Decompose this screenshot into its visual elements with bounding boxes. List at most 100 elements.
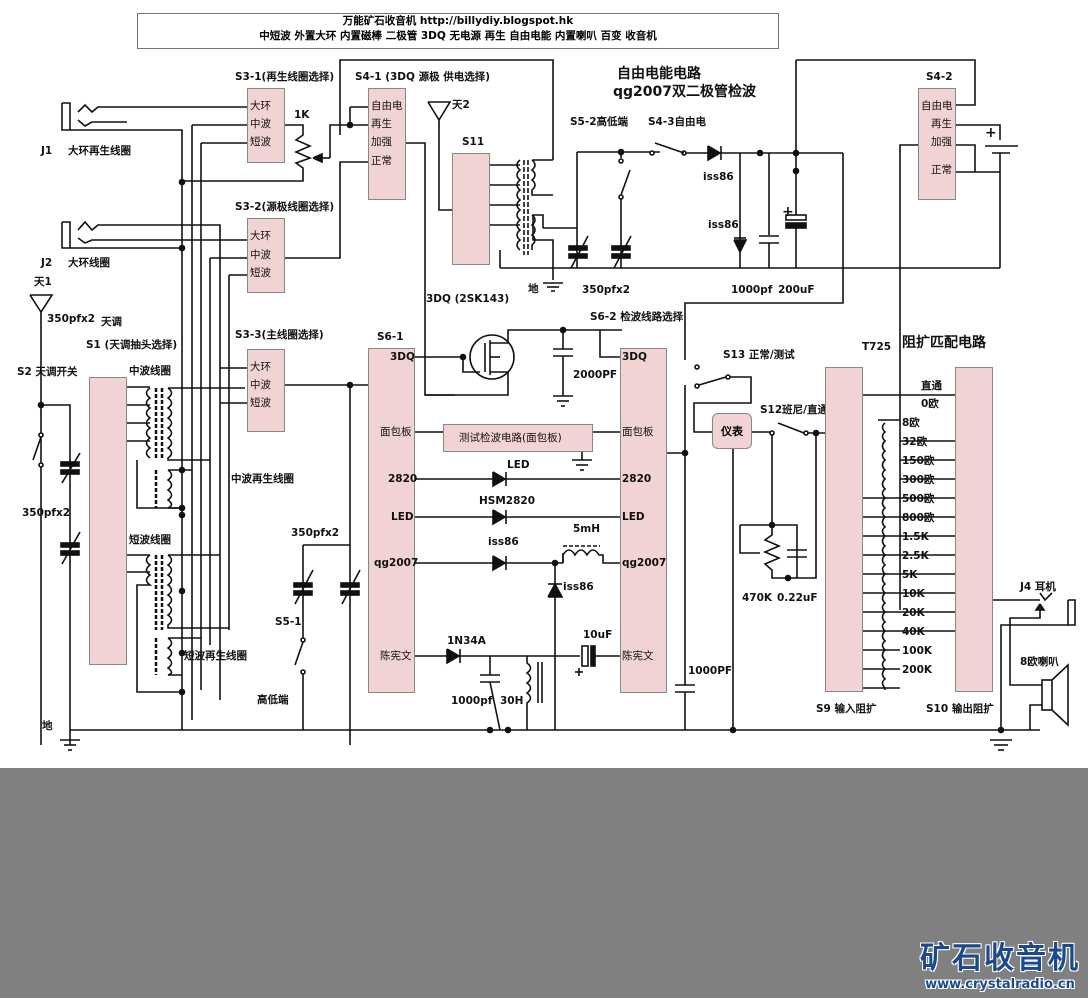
schematic-canvas: 万能矿石收音机 http://billydiy.blogspot.hk 中短波 … xyxy=(17,13,1076,751)
s4-2-pos: 加强 xyxy=(931,136,952,148)
cap-350-tune-label: 350pfx2 xyxy=(47,313,96,325)
s4-1-pos: 再生 xyxy=(371,118,392,130)
s4-2-pos: 再生 xyxy=(931,118,952,130)
cap-350-left-label: 350pfx2 xyxy=(22,507,71,519)
impedance-tap-label: 800欧 xyxy=(902,512,935,524)
s13-title: S13 正常/测试 xyxy=(723,349,795,361)
s4-3-title: S4-3自由电 xyxy=(648,116,707,128)
s3-1-title: S3-1(再生线圈选择) xyxy=(235,71,335,83)
s9-switch[interactable] xyxy=(825,367,863,692)
s5-1-label: 高低端 xyxy=(257,694,289,706)
ground-label: 地 xyxy=(42,720,53,732)
variable-capacitors xyxy=(60,235,632,605)
impedance-tap-label: 0欧 xyxy=(921,398,939,410)
logo-url: www.crystalradio.cn xyxy=(925,977,1075,992)
s6-1-switch[interactable] xyxy=(368,348,415,693)
iss86-a-label: iss86 xyxy=(488,536,519,548)
cap-022-label: 0.22uF xyxy=(777,592,818,604)
wiring xyxy=(29,59,1076,751)
s2-title: S2 天调开关 xyxy=(17,366,78,378)
s3-1-pos: 短波 xyxy=(250,136,271,148)
mw-regen-coil-label: 中波再生线圈 xyxy=(231,473,294,485)
s6-1-pos: 3DQ xyxy=(390,351,415,363)
free-energy-title: 自由电能电路 xyxy=(617,66,701,82)
s6-2-switch[interactable] xyxy=(620,348,667,693)
wire xyxy=(339,59,554,160)
s4-2-pos: 正常 xyxy=(931,164,952,176)
s3-1-switch[interactable] xyxy=(247,88,285,163)
s3-2-pos: 中波 xyxy=(250,249,271,261)
t725-label: T725 xyxy=(862,341,892,353)
varcap-icon xyxy=(60,531,81,565)
s3-3-pos: 中波 xyxy=(250,379,271,391)
mw-coil-label: 中波线圈 xyxy=(129,365,171,377)
s6-1-pos: 面包板 xyxy=(380,426,412,438)
iss86-b-label: iss86 xyxy=(563,581,594,593)
s11-title: S11 xyxy=(462,136,485,148)
cap-1000pf-fe-label: 1000pf xyxy=(731,284,773,296)
s6-2-pos: qg2007 xyxy=(622,557,667,569)
impedance-title: 阻扩匹配电路 xyxy=(902,335,986,351)
battery-plus-icon: + xyxy=(985,125,997,141)
s5-2-title: S5-2高低端 xyxy=(570,116,629,128)
sw-coil-label: 短波线圈 xyxy=(129,534,171,546)
diode-1n34a-label: 1N34A xyxy=(447,635,486,647)
s10-switch[interactable] xyxy=(955,367,993,692)
cap-1000PF-out-label: 1000PF xyxy=(688,665,733,677)
j2-id: J2 xyxy=(41,257,53,269)
s6-1-pos: qg2007 xyxy=(374,557,419,569)
title-line-1: 万能矿石收音机 http://billydiy.blogspot.hk xyxy=(342,15,574,27)
s3-1-pos: 大环 xyxy=(250,100,271,112)
s3-2-pos: 大环 xyxy=(250,230,271,242)
impedance-tap-label: 150欧 xyxy=(902,455,935,467)
s6-1-title: S6-1 xyxy=(377,331,404,343)
antenna-1-label: 天1 xyxy=(34,276,52,288)
s1-title: S1 (天调抽头选择) xyxy=(86,339,178,351)
impedance-tap-label: 500欧 xyxy=(902,493,935,505)
impedance-tap-label: 40K xyxy=(902,626,925,638)
test-circuit-label: 测试检波电路(面包板) xyxy=(459,432,562,444)
test-circuit-box xyxy=(443,424,593,452)
s3-2-title: S3-2(源极线圈选择) xyxy=(235,201,335,213)
s6-2-pos: 3DQ xyxy=(622,351,647,363)
s12-title: S12班尼/直通 xyxy=(760,404,829,416)
varcap-icon xyxy=(60,452,81,484)
pot-1k-label: 1K xyxy=(294,109,310,121)
cap-350-fe-label: 350pfx2 xyxy=(582,284,631,296)
s4-1-pos: 正常 xyxy=(371,155,392,167)
cap-350-mid-label: 350pfx2 xyxy=(291,527,340,539)
s4-2-title: S4-2 xyxy=(926,71,953,83)
s3-3-pos: 短波 xyxy=(250,397,271,409)
s11-transformer-icon xyxy=(490,159,553,268)
j4-label: J4 耳机 xyxy=(1020,581,1056,593)
s6-2-title: S6-2 检波线路选择 xyxy=(590,311,684,323)
s3-3-switch[interactable] xyxy=(247,349,285,432)
s6-2-pos: 陈宪文 xyxy=(622,650,654,662)
s3-2-switch[interactable] xyxy=(247,218,285,293)
s11-switch[interactable] xyxy=(452,153,490,265)
logo-text: 矿石收音机 xyxy=(920,941,1080,976)
impedance-tap-label: 100K xyxy=(902,645,933,657)
j1-label: 大环再生线圈 xyxy=(68,145,131,157)
coils xyxy=(127,178,245,730)
iss86-fe2-label: iss86 xyxy=(708,219,739,231)
site-logo: 矿石收音机 www.crystalradio.cn xyxy=(920,941,1080,992)
res-470k-label: 470K xyxy=(742,592,773,604)
cap-10uf-label: 10uF xyxy=(583,629,613,641)
s6-2-pos: 2820 xyxy=(622,473,652,485)
s4-1-title: S4-1 (3DQ 源极 供电选择) xyxy=(355,71,491,83)
impedance-tap-label: 8欧 xyxy=(902,417,920,429)
tune-label: 天调 xyxy=(101,316,122,328)
s3-1-pos: 中波 xyxy=(250,118,271,130)
s4-2-pos: 自由电 xyxy=(921,100,953,112)
impedance-tap-label: 32欧 xyxy=(902,436,928,448)
sw-regen-coil-label: 短波再生线圈 xyxy=(184,650,247,662)
s4-2-switch[interactable] xyxy=(918,88,956,200)
varcap-icon xyxy=(340,569,361,605)
inductor-30h-label: 30H xyxy=(500,695,524,707)
s4-1-switch[interactable] xyxy=(368,88,406,200)
s1-switch[interactable] xyxy=(89,377,127,665)
s3-2-pos: 短波 xyxy=(250,267,271,279)
impedance-tap-label: 10K xyxy=(902,588,925,600)
varcap-icon xyxy=(568,235,589,269)
